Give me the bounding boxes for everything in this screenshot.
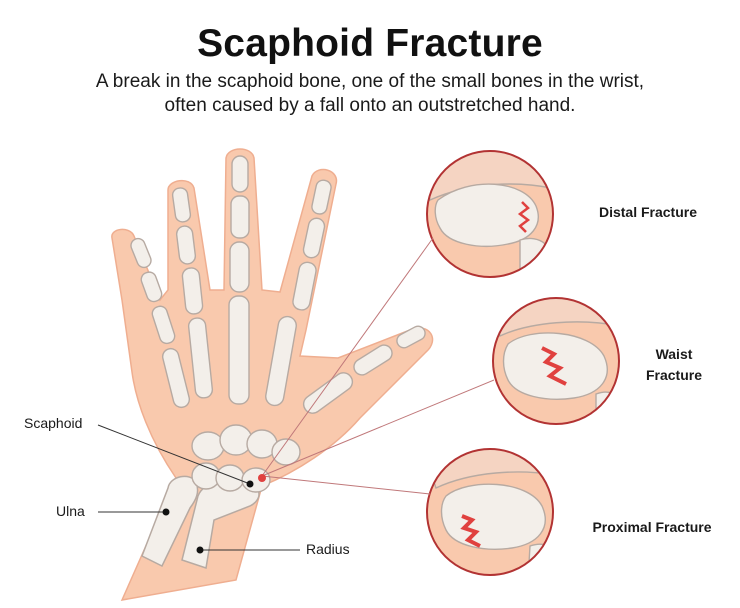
fracture-point	[258, 474, 266, 482]
finger-bones	[130, 155, 426, 414]
waist-fracture-zoom	[492, 297, 620, 425]
proximal-fracture-zoom	[426, 448, 554, 576]
scaphoid-label: Scaphoid	[24, 415, 83, 431]
zoom-pointer-lines	[261, 237, 495, 495]
proximal-fracture-label: Proximal Fracture	[592, 519, 712, 535]
radius-label: Radius	[306, 541, 350, 557]
label-leader-lines	[97, 424, 300, 551]
subtitle-line-2: often caused by a fall onto an outstretc…	[164, 95, 576, 116]
waist-fracture-label: Waist Fracture	[624, 344, 724, 386]
distal-fracture-zoom	[426, 150, 554, 278]
waist-fracture-label-line-1: Waist	[655, 346, 693, 362]
waist-fracture-label-line-2: Fracture	[645, 367, 703, 383]
page-title: Scaphoid Fracture	[197, 22, 543, 65]
ulna-label: Ulna	[56, 503, 85, 519]
subtitle-line-1: A break in the scaphoid bone, one of the…	[95, 71, 645, 92]
label-dots	[162, 480, 254, 554]
distal-fracture-label: Distal Fracture	[598, 204, 698, 220]
page-subtitle: A break in the scaphoid bone, one of the…	[0, 70, 740, 118]
